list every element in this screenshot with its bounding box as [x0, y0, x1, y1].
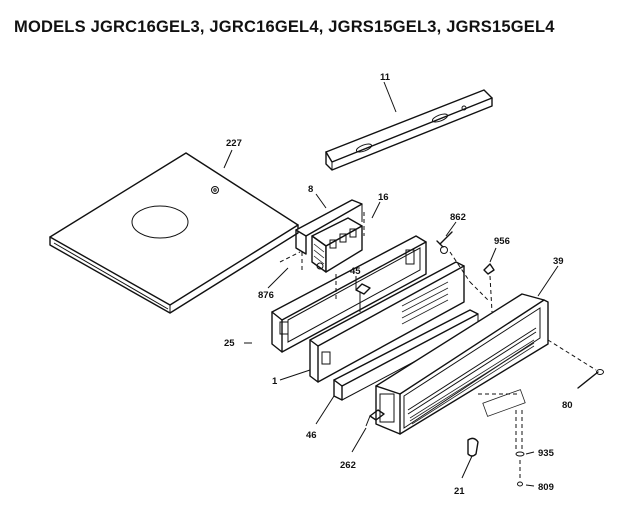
part-labels: 11 227 8 16 862 956 39 876 45 25 1 80 46… [224, 72, 573, 497]
part-25-control-housing [271, 235, 448, 353]
part-16-control-module [311, 217, 363, 273]
part-8-bracket [295, 199, 363, 255]
label-935: 935 [538, 448, 555, 459]
label-11: 11 [380, 72, 391, 83]
part-45-clip [355, 283, 371, 312]
part-80-screw [577, 369, 604, 389]
label-45: 45 [350, 266, 361, 277]
part-39-front-bezel [375, 293, 549, 435]
label-876: 876 [258, 290, 274, 301]
leader-lines [223, 81, 559, 487]
alignment-lines [279, 212, 597, 480]
part-1-control-board [309, 261, 465, 383]
part-862-screw [436, 231, 453, 248]
label-862: 862 [450, 212, 466, 223]
label-1: 1 [272, 376, 278, 387]
label-809: 809 [538, 482, 554, 493]
part-21-knob [467, 437, 479, 457]
part-262-bracket [365, 409, 385, 427]
label-8: 8 [308, 184, 313, 195]
part-935-clip [482, 389, 526, 457]
label-16: 16 [378, 192, 389, 203]
diagram-title: MODELS JGRC16GEL3, JGRC16GEL4, JGRS15GEL… [14, 18, 555, 36]
label-21: 21 [454, 486, 465, 497]
part-809-screw [517, 481, 523, 487]
part-956-screw [483, 263, 495, 275]
label-80: 80 [562, 400, 573, 411]
label-956: 956 [494, 236, 510, 247]
label-227: 227 [226, 138, 242, 149]
label-25: 25 [224, 338, 235, 349]
label-262: 262 [340, 460, 356, 471]
label-39: 39 [553, 256, 564, 267]
label-46: 46 [306, 430, 317, 441]
part-227-top-panel [49, 152, 299, 314]
part-11-top-trim [325, 89, 493, 171]
